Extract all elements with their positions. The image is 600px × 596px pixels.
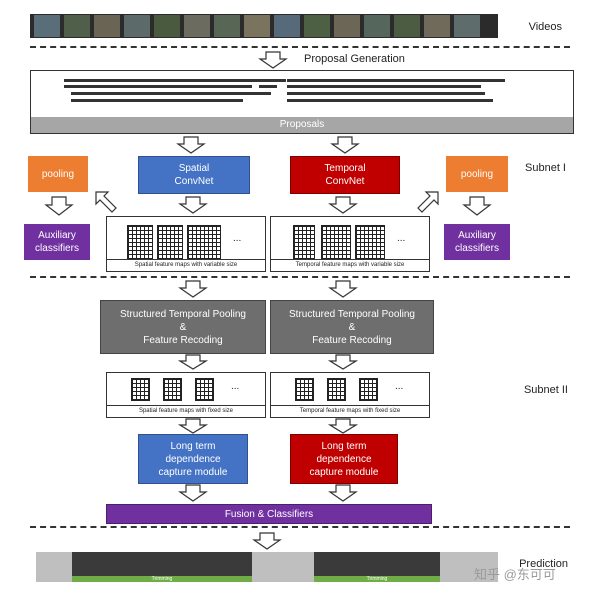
feature-grid: [127, 225, 153, 259]
down-arrow-icon: [258, 51, 288, 69]
down-arrow-icon: [44, 196, 74, 216]
feature-grid: [163, 378, 182, 401]
video-frame: [454, 15, 480, 37]
long-term-spatial: Long term dependence capture module: [138, 434, 248, 484]
temporal-convnet-box: Temporal ConvNet: [290, 156, 400, 194]
down-arrow-icon: [328, 354, 358, 370]
down-arrow-icon: [178, 418, 208, 434]
ellipsis: ...: [397, 233, 406, 244]
caption: Temporal feature maps with fixed size: [271, 405, 429, 417]
ellipsis: ...: [231, 381, 240, 392]
proposal-line: [64, 85, 252, 88]
spatial-convnet-box: Spatial ConvNet: [138, 156, 250, 194]
feature-grid: [327, 378, 346, 401]
temporal-variable-featuremaps: ... Temporal feature maps with variable …: [270, 216, 430, 272]
prediction-label: Prediction: [519, 558, 568, 570]
structured-pooling-spatial: Structured Temporal Pooling & Feature Re…: [100, 300, 266, 354]
feature-grid: [321, 225, 351, 259]
pooling-box-left: pooling: [28, 156, 88, 192]
proposal-line: [287, 85, 481, 88]
down-arrow-icon: [462, 196, 492, 216]
fusion-classifiers-box: Fusion & Classifiers: [106, 504, 432, 524]
down-arrow-icon: [178, 196, 208, 214]
down-arrow-icon: [328, 196, 358, 214]
video-frame: [364, 15, 390, 37]
feature-grid: [187, 225, 221, 259]
aux-classifiers-left: Auxiliary classifiers: [24, 224, 90, 260]
proposals-bar: Proposals: [31, 117, 573, 133]
video-frame: [154, 15, 180, 37]
down-arrow-icon: [178, 354, 208, 370]
temporal-fixed-featuremaps: ... Temporal feature maps with fixed siz…: [270, 372, 430, 418]
feature-grid: [293, 225, 315, 259]
video-frame: [184, 15, 210, 37]
video-frame: [214, 15, 240, 37]
proposal-line: [71, 92, 271, 95]
caption: Spatial feature maps with fixed size: [107, 405, 265, 417]
divider: [30, 276, 570, 278]
video-frame: [304, 15, 330, 37]
videos-label: Videos: [528, 21, 562, 33]
caption: Spatial feature maps with variable size: [107, 259, 265, 271]
proposal-line: [287, 99, 493, 102]
structured-pooling-temporal: Structured Temporal Pooling & Feature Re…: [270, 300, 434, 354]
aux-classifiers-right: Auxiliary classifiers: [444, 224, 510, 260]
down-arrow-icon: [252, 532, 282, 550]
down-arrow-icon: [328, 418, 358, 434]
proposals-panel: Proposals: [30, 70, 574, 134]
subnet1-label: Subnet I: [525, 162, 566, 174]
feature-grid: [195, 378, 214, 401]
feature-grid: [131, 378, 150, 401]
down-arrow-icon: [178, 280, 208, 298]
video-frame: [34, 15, 60, 37]
down-arrow-icon: [176, 136, 206, 154]
proposal-line: [287, 92, 485, 95]
spatial-fixed-featuremaps: ... Spatial feature maps with fixed size: [106, 372, 266, 418]
proposal-line: [287, 79, 505, 82]
feature-grid: [359, 378, 378, 401]
ellipsis: ...: [233, 233, 242, 244]
segment-bar: Trimming: [314, 576, 440, 582]
video-frame: [124, 15, 150, 37]
down-arrow-icon: [328, 280, 358, 298]
feature-grid: [355, 225, 385, 259]
divider: [30, 526, 570, 528]
divider: [30, 46, 570, 48]
long-term-temporal: Long term dependence capture module: [290, 434, 398, 484]
proposal-line: [259, 85, 277, 88]
prediction-segment: [72, 552, 252, 576]
proposal-line: [71, 99, 243, 102]
proposal-line: [261, 79, 279, 82]
video-frame: [64, 15, 90, 37]
video-frame: [394, 15, 420, 37]
ellipsis: ...: [395, 381, 404, 392]
proposal-line: [64, 79, 286, 82]
spatial-variable-featuremaps: ... Spatial feature maps with variable s…: [106, 216, 266, 272]
video-frame: [424, 15, 450, 37]
segment-bar: Trimming: [72, 576, 252, 582]
up-left-arrow-icon: [95, 191, 117, 213]
video-frame: [334, 15, 360, 37]
video-frame: [274, 15, 300, 37]
feature-grid: [295, 378, 314, 401]
proposal-generation-label: Proposal Generation: [304, 53, 405, 65]
video-frame: [244, 15, 270, 37]
down-arrow-icon: [330, 136, 360, 154]
down-arrow-icon: [328, 484, 358, 502]
watermark: 知乎 @东可可: [474, 567, 556, 582]
feature-grid: [157, 225, 183, 259]
pooling-box-right: pooling: [446, 156, 508, 192]
down-arrow-icon: [178, 484, 208, 502]
video-frame: [94, 15, 120, 37]
caption: Temporal feature maps with variable size: [271, 259, 429, 271]
subnet2-label: Subnet II: [523, 384, 568, 396]
up-right-arrow-icon: [417, 191, 439, 213]
prediction-segment: [314, 552, 440, 576]
